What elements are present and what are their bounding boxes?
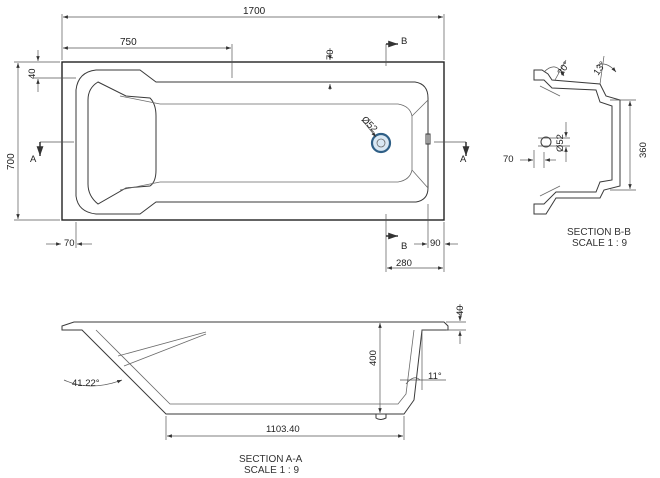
section-bb-scale: SCALE 1 : 9 bbox=[572, 238, 627, 249]
top-view: Ø52 1700 750 70 B 700 40 A A bbox=[6, 6, 470, 272]
section-a-marker-right: A bbox=[460, 154, 467, 165]
dim-280: 280 bbox=[396, 258, 412, 269]
section-b-marker-bottom: B bbox=[401, 241, 407, 252]
dim-70-bottom: 70 bbox=[64, 238, 75, 249]
dim-length-1700: 1700 bbox=[243, 6, 266, 17]
tub-backrest bbox=[87, 81, 157, 205]
section-aa-angle-11: 11° bbox=[428, 371, 442, 382]
dim-750: 750 bbox=[120, 37, 137, 48]
section-aa-scale: SCALE 1 : 9 bbox=[244, 465, 299, 476]
section-bb-dim-70: 70 bbox=[503, 154, 514, 165]
dim-90: 90 bbox=[430, 238, 441, 249]
section-a-marker-left: A bbox=[30, 154, 37, 165]
overflow-slot bbox=[425, 133, 431, 145]
tub-floor bbox=[160, 103, 413, 183]
section-bb-drain-diameter: Ø52 bbox=[555, 134, 566, 152]
dim-40-left: 40 bbox=[27, 68, 38, 79]
section-aa-profile bbox=[61, 321, 449, 415]
section-bb-view: 20° 13° Ø52 70 360 SECTION B-B SCALE 1 :… bbox=[503, 55, 649, 249]
section-aa-dim-400: 400 bbox=[368, 350, 379, 366]
dim-width-700: 700 bbox=[6, 153, 17, 170]
section-bb-profile bbox=[533, 69, 621, 215]
section-aa-angle-41: 41.22° bbox=[72, 378, 100, 389]
section-b-marker-top: B bbox=[401, 36, 407, 47]
tub-inner-basin bbox=[75, 69, 429, 215]
section-bb-angle-13: 13° bbox=[591, 59, 608, 77]
section-aa-title: SECTION A-A bbox=[239, 454, 303, 465]
section-aa-dim-bottom: 1103.40 bbox=[266, 424, 300, 435]
drain-circle bbox=[370, 132, 392, 154]
section-bb-dim-360: 360 bbox=[638, 142, 649, 158]
dim-70-top: 70 bbox=[325, 49, 336, 60]
tub-outer-rim bbox=[61, 61, 445, 221]
drain-diameter-label: Ø52 bbox=[359, 114, 379, 134]
section-aa-view: 40 400 11° 41.22° 1103.40 SECTION A-A SC… bbox=[61, 304, 466, 476]
section-bb-title: SECTION B-B bbox=[567, 227, 631, 238]
section-aa-dim-40: 40 bbox=[455, 305, 466, 316]
